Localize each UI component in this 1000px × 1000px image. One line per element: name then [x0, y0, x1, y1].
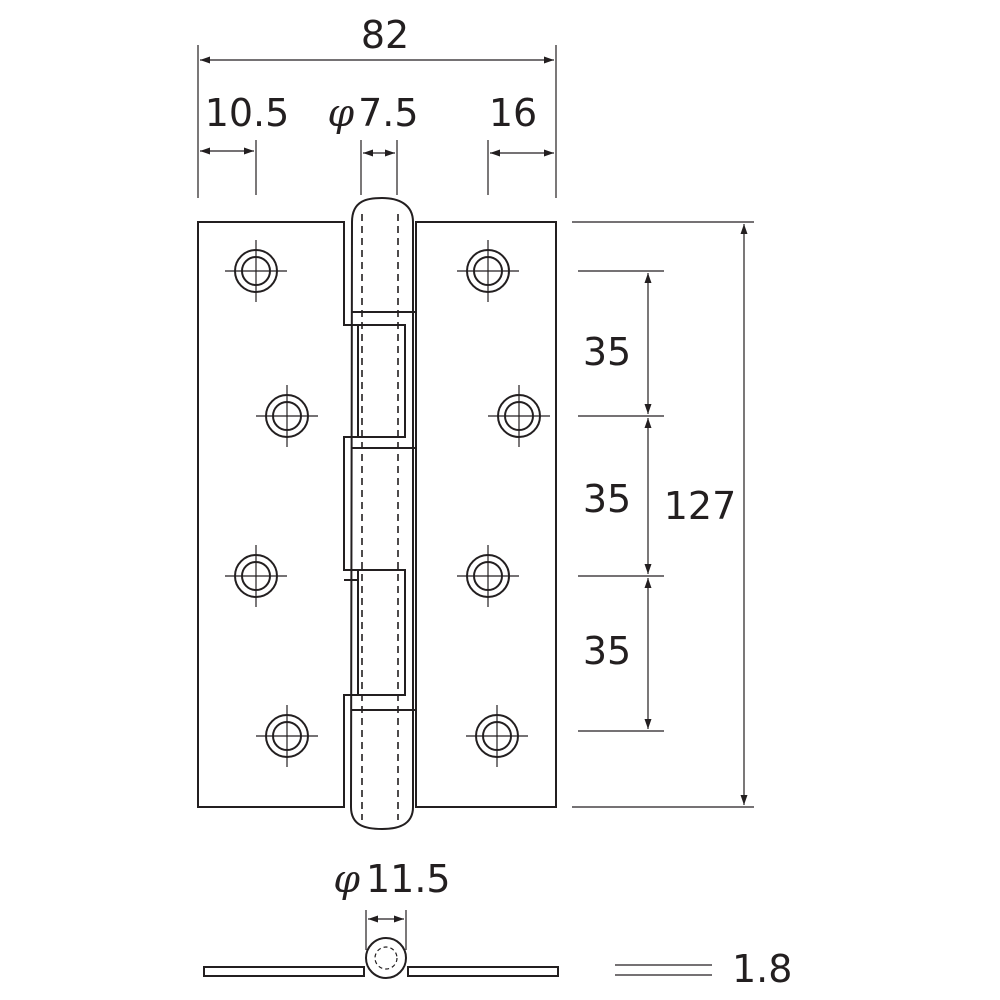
dim-overall-width: 82	[361, 13, 409, 57]
dim-leaf-thickness: 1.8	[732, 947, 792, 991]
left-leaf	[197, 221, 359, 808]
knuckle-outline	[349, 196, 414, 831]
knuckle-joint-3	[358, 569, 406, 696]
dim-pitch-1: 35	[583, 330, 631, 374]
right-dimensions: 127 35 35 35	[572, 221, 754, 808]
screw-hole-left-3	[224, 544, 288, 608]
screw-hole-left-1	[224, 239, 288, 303]
dim-pitch-3: 35	[583, 629, 631, 673]
right-leaf	[415, 221, 557, 808]
dim-left-offset: 10.5	[205, 91, 290, 135]
hinge-front-view	[197, 196, 557, 831]
side-leaf-left	[203, 966, 365, 977]
screw-hole-right-4	[465, 704, 529, 768]
screw-hole-right-2	[487, 384, 551, 448]
side-pin	[374, 946, 398, 970]
screw-hole-right-1	[456, 239, 520, 303]
screw-hole-left-4	[255, 704, 319, 768]
screw-hole-right-3	[456, 544, 520, 608]
side-leaf-right	[407, 966, 559, 977]
dim-right-offset: 16	[489, 91, 537, 135]
screw-hole-left-2	[255, 384, 319, 448]
dim-overall-height: 127	[664, 484, 737, 528]
side-knuckle	[365, 937, 407, 979]
dim-pitch-2: 35	[583, 477, 631, 521]
knuckle-joint-1	[358, 324, 406, 438]
